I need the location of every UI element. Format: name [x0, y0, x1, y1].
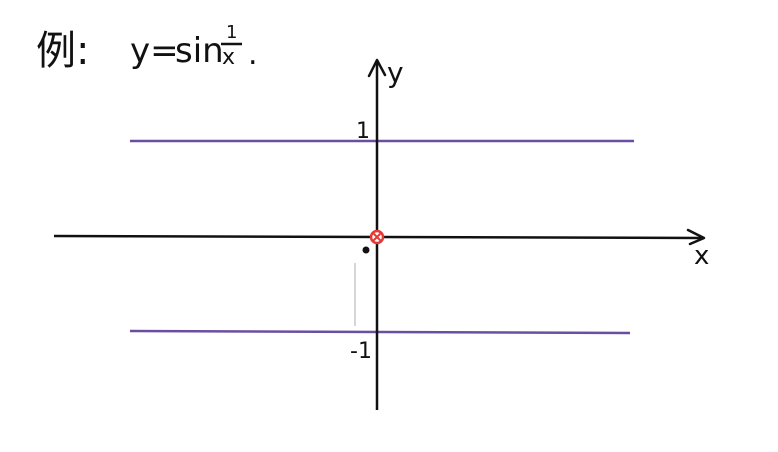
y-axis-label: y: [387, 56, 404, 89]
fraction-numerator: 1: [226, 22, 237, 43]
tick-label-upper: 1: [356, 119, 370, 144]
function-name: sin: [175, 31, 224, 71]
x-axis-arrowhead: [686, 228, 706, 246]
tick-label-lower: -1: [350, 339, 372, 364]
origin-dot: [362, 246, 370, 254]
function-lhs: y=: [130, 31, 179, 71]
lower-bound-line: [129, 329, 631, 335]
origin-hole-marker: [369, 229, 385, 245]
heading-trailing: .: [248, 37, 258, 72]
heading: 例: y= sin 1 x .: [36, 22, 258, 74]
y-axis-arrowhead: [367, 58, 387, 78]
heading-label: 例:: [36, 28, 89, 74]
x-axis-label: x: [694, 241, 709, 271]
fraction-denominator: x: [222, 45, 235, 70]
